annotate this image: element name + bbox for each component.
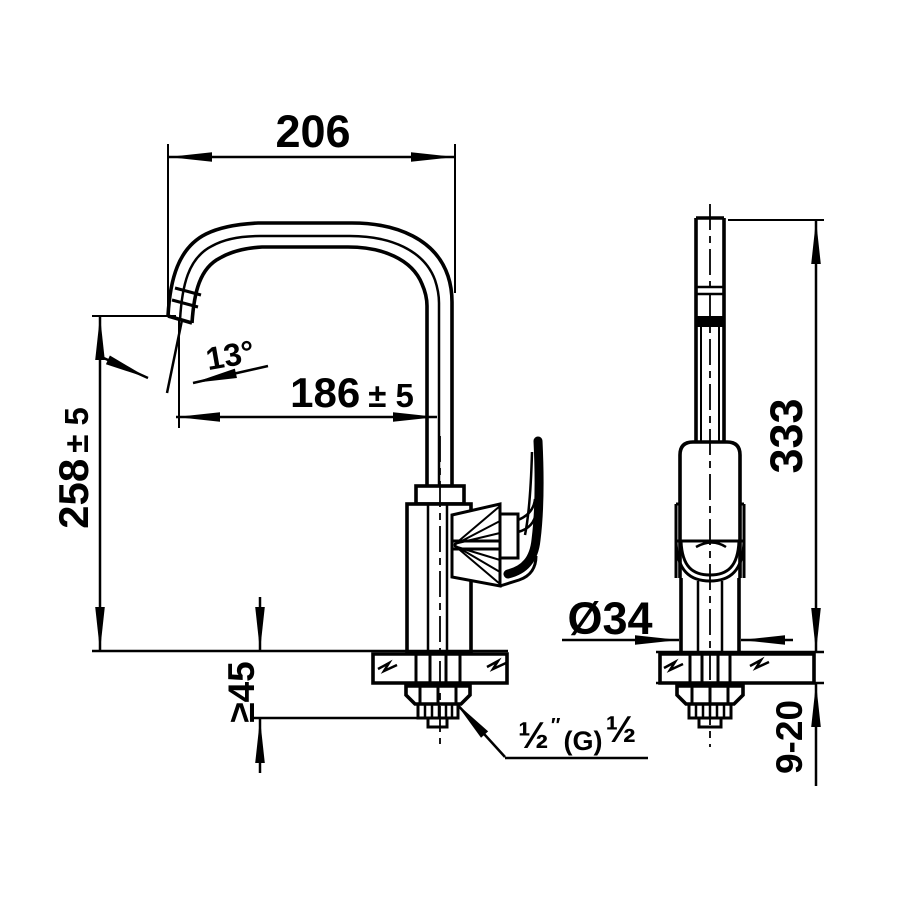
- counter-lines-side: [656, 650, 824, 685]
- angle-leader-right: [192, 364, 269, 385]
- shank-through-deck-front: [414, 652, 462, 686]
- spout-middle-line: [178, 234, 441, 487]
- shank-inner-lines-side: [696, 581, 724, 652]
- angle-leader-left: [96, 353, 149, 380]
- dim-text-920: 9-20: [769, 700, 810, 774]
- dim-deck-thickness: 9-20: [769, 683, 821, 786]
- deck-plate-front: [371, 652, 509, 685]
- dim-outlet-height: 258± 5: [50, 315, 176, 651]
- shank-through-deck-side: [688, 652, 732, 686]
- front-view: [92, 221, 544, 744]
- dimensions: 206 186± 5 258± 5 13° ≥45 ½″(G): [50, 106, 824, 786]
- lock-nut-side: [675, 684, 745, 706]
- deck-plate-side: [658, 652, 816, 685]
- angle-axis-line: [165, 319, 184, 394]
- dim-spout-reach: 206: [167, 106, 456, 315]
- nut-facets-front: [418, 686, 458, 703]
- side-view: [656, 204, 824, 747]
- dim-text-258: 258± 5: [50, 407, 97, 529]
- dim-shank-diameter: Ø34: [562, 593, 793, 645]
- shank-outer-lines-side: [679, 578, 741, 652]
- thread-tail-front: [426, 716, 449, 729]
- deck-break-marks-side: [663, 656, 770, 673]
- spout-tube: [166, 221, 454, 487]
- ext-lines-206: [167, 144, 456, 315]
- mounting-deck-front: [92, 649, 509, 686]
- pipe-inner-lines-side: [700, 327, 720, 442]
- dim-min-clearance: ≥45: [221, 597, 424, 773]
- dim-outlet-angle: 13°: [96, 319, 269, 394]
- spout-outer-edge: [166, 221, 454, 487]
- pipe-band-side: [695, 316, 725, 327]
- spout-inner-edge: [190, 245, 429, 487]
- lever-blade: [503, 436, 544, 579]
- dim-outlet-reach: 186± 5: [176, 318, 437, 428]
- dim-text-d34: Ø34: [567, 593, 652, 644]
- deck-break-marks-front: [377, 657, 507, 674]
- handle-socket: [498, 512, 520, 560]
- dim-text-206: 206: [275, 106, 350, 157]
- thread-size-callout: ½″(G)½: [454, 701, 648, 760]
- cartridge-bands: [452, 539, 500, 551]
- pipe-ring-lines-side: [696, 285, 724, 296]
- lever-inner-line: [523, 451, 534, 536]
- body-inner-lines: [426, 504, 449, 652]
- body-step-side: [674, 502, 746, 578]
- dome-wave-mark: [695, 541, 727, 549]
- dim-total-height: 333: [728, 219, 824, 652]
- cartridge-cone: [450, 502, 502, 588]
- cartridge-fan-lines: [453, 505, 501, 585]
- mounting-deck-side: [656, 650, 824, 686]
- handle-lever: [450, 436, 544, 588]
- dim-text-13deg: 13°: [203, 333, 257, 377]
- dim-text-186: 186± 5: [290, 369, 414, 416]
- thread-lines-front: [423, 704, 454, 718]
- aerator-bands: [171, 286, 202, 309]
- thread-label-text: ½″(G)½: [518, 709, 636, 756]
- dim-text-333: 333: [761, 398, 812, 473]
- thread-leader-line: [454, 701, 506, 758]
- shank-side: [679, 578, 741, 652]
- dim-text-45: ≥45: [221, 661, 262, 722]
- handle-bottom-wedge: [499, 555, 538, 588]
